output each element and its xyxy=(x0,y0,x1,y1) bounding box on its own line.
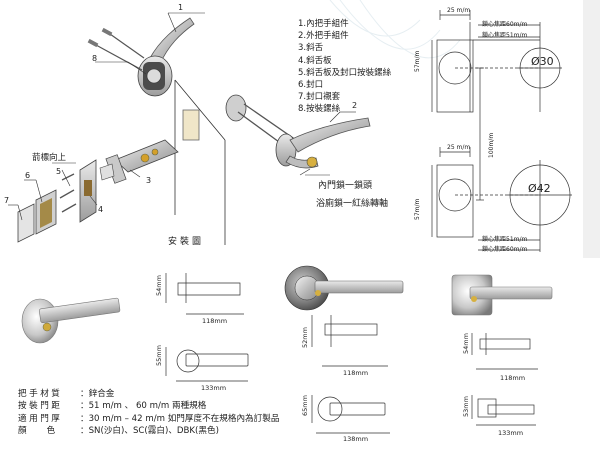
latch-assembly xyxy=(99,139,179,184)
callout-leaders xyxy=(8,12,356,221)
spec-value: ：30 m/m – 42 m/m 如門厚度不在規格內為訂製品 xyxy=(80,413,280,424)
product-photo-dark-lever xyxy=(284,265,404,311)
p4-width-label: 138mm xyxy=(343,435,369,443)
bottom-backset-60-dim: 鎖心焦距60m/m xyxy=(482,246,528,253)
spec-label: 適用門厚 xyxy=(18,413,63,424)
p1-height-label: 54mm xyxy=(155,275,163,296)
top-backset-51-dim: 鎖心焦距51m/m xyxy=(482,32,528,39)
parts-list-item: 8.按裝鏍絲 xyxy=(298,104,341,115)
p5-width-label: 118mm xyxy=(500,374,526,382)
bottom-backset-51-dim: 鎖心焦距51m/m xyxy=(482,236,528,243)
product-specs: 把手材質 ：鋅合金 按裝門距 ：51 m/m 、 60 m/m 兩種規格 適用門厚 ：… xyxy=(18,388,279,438)
strike-plate-parts xyxy=(17,159,97,243)
p2-height-label: 55mm xyxy=(155,345,163,366)
spec-label: 顏色 xyxy=(18,426,76,437)
p6-width-label: 133mm xyxy=(498,429,524,437)
parts-list-item: 3.斜舌 xyxy=(298,43,324,54)
spec-row-backset: 按裝門距 ：51 m/m 、 60 m/m 兩種規格 xyxy=(18,400,279,412)
center-distance-dim: 100m/m xyxy=(488,132,495,158)
parts-list: 1.內把手組件 2.外把手組件 3.斜舌 4.斜舌板 5.斜舌板及封口按裝鏍絲 … xyxy=(298,18,391,116)
top-height-dim: 57m/m xyxy=(414,50,421,72)
top-width-dim: 25 m/m xyxy=(447,7,471,14)
callout-7: 7 xyxy=(4,196,10,205)
lock-inner-label: 內門鎖一鎖頭 xyxy=(318,181,373,191)
p5-height-label: 54mm xyxy=(462,333,470,354)
bevel-up-label: 葥標向上 xyxy=(32,153,67,163)
bottom-diameter-dim: Ø42 xyxy=(528,182,551,195)
callout-1: 1 xyxy=(178,3,184,12)
p1-width-label: 118mm xyxy=(202,317,228,325)
parts-list-item: 4.斜舌板 xyxy=(298,55,332,66)
top-backset-60-dim: 鎖心焦距60m/m xyxy=(482,21,528,28)
bottom-height-dim: 57m/m xyxy=(414,198,421,220)
product-photo-round-lever xyxy=(21,297,121,344)
p4-height-label: 65mm xyxy=(301,395,309,416)
inner-handle xyxy=(87,17,195,97)
callout-3: 3 xyxy=(146,176,152,185)
product-gallery xyxy=(21,265,553,434)
parts-list-item: 1.內把手組件 xyxy=(298,19,349,29)
parts-list-item: 2.外把手組件 xyxy=(298,31,349,42)
top-diameter-dim: Ø30 xyxy=(531,55,554,68)
callout-8: 8 xyxy=(92,54,98,63)
callout-6: 6 xyxy=(25,171,31,180)
spec-row-door-thickness: 適用門厚 ：30 m/m – 42 m/m 如門厚度不在規格內為訂製品 xyxy=(18,413,279,425)
p6-height-label: 53mm xyxy=(462,396,470,417)
outer-handle xyxy=(225,94,371,169)
spec-label: 按裝門距 xyxy=(18,401,63,412)
p2-width-label: 133mm xyxy=(201,384,227,392)
door-panel xyxy=(174,79,226,245)
callout-2: 2 xyxy=(352,101,358,110)
product-photo-square-lever xyxy=(451,274,553,316)
lock-bath-label: 浴廁鎖一紅絲轉軸 xyxy=(316,199,389,209)
bottom-width-dim: 25 m/m xyxy=(447,144,471,151)
p3-height-label: 52mm xyxy=(301,327,309,348)
spec-value: ：SN(沙白)、SC(霧白)、DBK(黑色) xyxy=(80,426,219,437)
spec-value: ：51 m/m 、 60 m/m 兩種規格 xyxy=(80,401,207,412)
spec-value: ：鋅合金 xyxy=(80,389,115,399)
p3-width-label: 118mm xyxy=(343,369,369,377)
callout-5: 5 xyxy=(56,167,62,176)
parts-list-item: 7.封口襯套 xyxy=(298,92,341,103)
callout-4: 4 xyxy=(98,205,104,214)
spec-row-material: 把手材質 ：鋅合金 xyxy=(18,388,279,400)
parts-list-item: 5.斜舌板及封口按裝鏍絲 xyxy=(298,67,392,78)
spec-label: 把手材質 xyxy=(18,389,63,399)
parts-list-item: 6.封口 xyxy=(298,80,324,91)
spec-row-color: 顏色 ：SN(沙白)、SC(霧白)、DBK(黑色) xyxy=(18,425,279,437)
install-diagram-caption: 安裝圖 xyxy=(168,237,205,247)
